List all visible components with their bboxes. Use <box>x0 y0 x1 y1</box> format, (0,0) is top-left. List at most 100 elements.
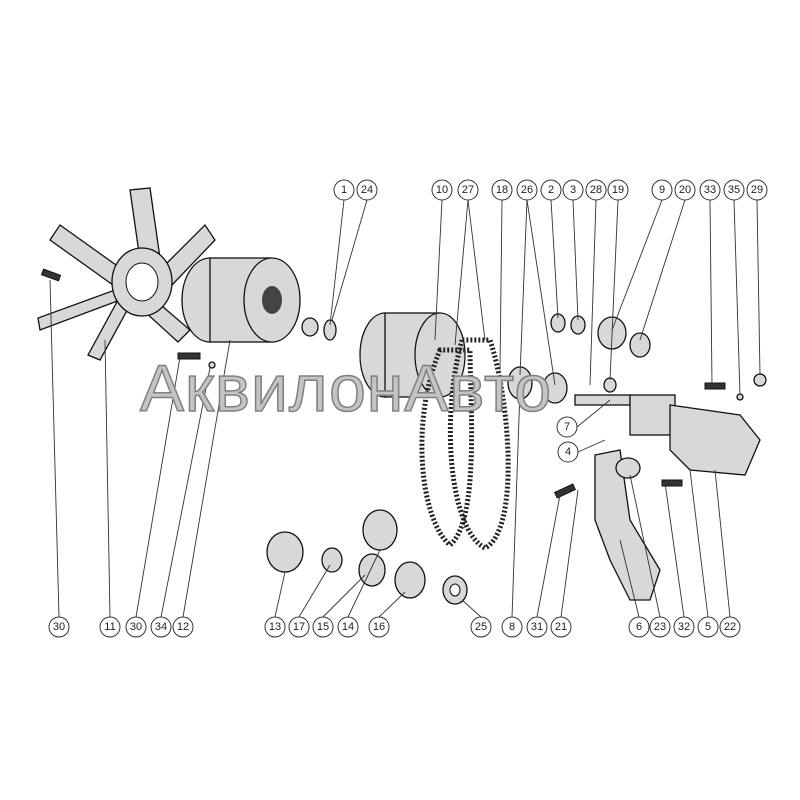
callout: 3 <box>562 179 584 201</box>
callout: 32 <box>673 616 695 638</box>
callout-number: 20 <box>679 184 691 196</box>
callout-circle <box>628 616 650 638</box>
callout: 5 <box>697 616 719 638</box>
callout: 15 <box>312 616 334 638</box>
callout-circle <box>470 616 492 638</box>
callout: 30 <box>48 616 70 638</box>
leader-line <box>298 564 331 618</box>
callout: 18 <box>491 179 513 201</box>
callout: 16 <box>368 616 390 638</box>
callout-number: 22 <box>724 621 736 633</box>
callout-circle <box>540 179 562 201</box>
leader-line <box>135 356 181 618</box>
callout-circle <box>585 179 607 201</box>
leader-line <box>560 489 579 618</box>
callout-circle <box>288 616 310 638</box>
leader-line <box>709 199 713 386</box>
callout-number: 24 <box>361 184 373 196</box>
callout-number: 13 <box>269 621 281 633</box>
callout-circle <box>431 179 453 201</box>
callout-circle <box>697 616 719 638</box>
callout-number: 23 <box>654 621 666 633</box>
callout: 4 <box>557 441 579 463</box>
callout: 27 <box>457 179 479 201</box>
callout-circle <box>457 179 479 201</box>
callout-circle <box>48 616 70 638</box>
callout: 24 <box>356 179 378 201</box>
callout-number: 5 <box>705 621 711 633</box>
leader-line <box>714 469 731 618</box>
callout-circle <box>723 179 745 201</box>
callout: 30 <box>125 616 147 638</box>
callout-circle <box>673 616 695 638</box>
callout-circle <box>651 179 673 201</box>
callout-number: 31 <box>531 621 543 633</box>
callout-number: 11 <box>104 621 115 633</box>
callout: 19 <box>607 179 629 201</box>
leader-line <box>536 494 561 618</box>
leader-line <box>577 439 606 453</box>
leader-line <box>733 199 741 396</box>
leader-line <box>589 199 597 386</box>
leader-line <box>629 474 661 618</box>
callout-circle <box>501 616 523 638</box>
callout-circle <box>556 416 578 438</box>
callout-circle <box>172 616 194 638</box>
leader-line <box>619 539 640 618</box>
callout-circle <box>562 179 584 201</box>
callout-circle <box>150 616 172 638</box>
callout: 2 <box>540 179 562 201</box>
callout-number: 35 <box>728 184 740 196</box>
leader-line <box>511 389 521 618</box>
belts-part <box>419 337 511 551</box>
callout-number: 30 <box>53 621 65 633</box>
callout: 7 <box>556 416 578 438</box>
callout-number: 33 <box>704 184 716 196</box>
leader-line <box>572 199 579 321</box>
callout: 29 <box>746 179 768 201</box>
pulley-hub-part <box>181 257 337 343</box>
callout-number: 8 <box>509 621 515 633</box>
callout-circle <box>264 616 286 638</box>
leader-line <box>499 199 503 371</box>
leader-line <box>49 279 60 618</box>
callout-number: 4 <box>565 446 571 458</box>
callout: 12 <box>172 616 194 638</box>
callout-number: 29 <box>751 184 763 196</box>
callout-circle <box>368 616 390 638</box>
leader-line <box>756 199 761 376</box>
callout-number: 27 <box>462 184 474 196</box>
leader-line <box>182 339 231 618</box>
callout: 13 <box>264 616 286 638</box>
callout-number: 7 <box>564 421 570 433</box>
callout-circle <box>516 179 538 201</box>
callout-circle <box>746 179 768 201</box>
leader-line <box>331 199 368 321</box>
lower-parts <box>266 509 468 605</box>
leader-line <box>519 199 528 376</box>
callout: 9 <box>651 179 673 201</box>
callout-number: 28 <box>590 184 602 196</box>
callout-number: 16 <box>373 621 385 633</box>
callout: 23 <box>649 616 671 638</box>
callout-circle <box>333 179 355 201</box>
callout-circle <box>125 616 147 638</box>
water-pump-part <box>40 268 767 601</box>
callout-number: 21 <box>555 621 567 633</box>
callout-number: 32 <box>678 621 690 633</box>
callout-number: 10 <box>436 184 448 196</box>
callout: 10 <box>431 179 453 201</box>
leader-line <box>329 199 345 326</box>
callout-number: 15 <box>317 621 329 633</box>
callout-circle <box>550 616 572 638</box>
leader-line <box>454 199 469 346</box>
callout: 20 <box>674 179 696 201</box>
pulley-part <box>359 312 466 398</box>
leader-line <box>526 199 556 386</box>
callout: 31 <box>526 616 548 638</box>
callout-circle <box>312 616 334 638</box>
callout-circle <box>491 179 513 201</box>
callout: 28 <box>585 179 607 201</box>
callout: 26 <box>516 179 538 201</box>
